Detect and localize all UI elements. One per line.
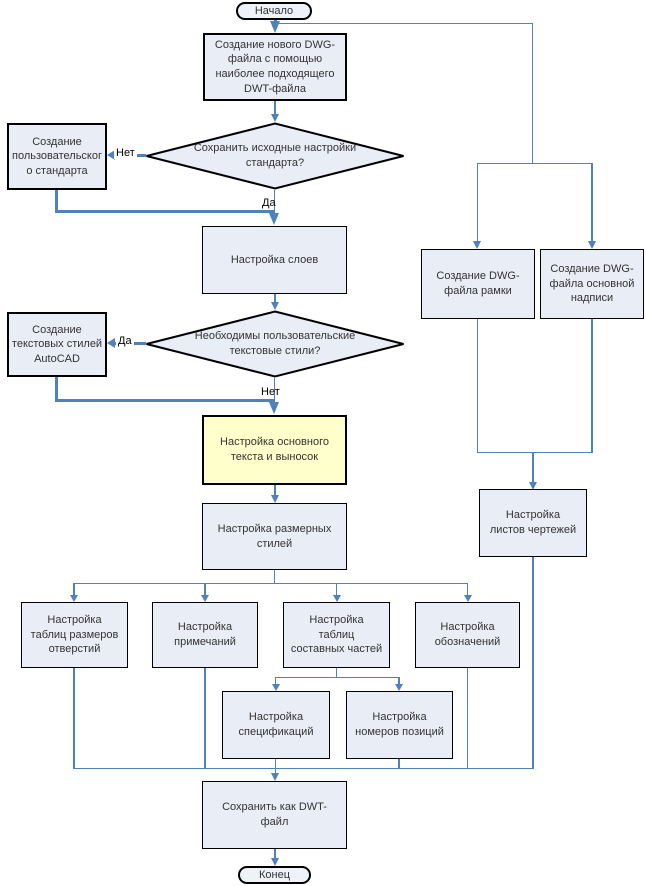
node-title-block-dwg: Создание DWG- файла основной надписи: [540, 249, 644, 319]
connector: [477, 163, 592, 165]
node-specs: Настройка спецификаций: [222, 691, 330, 759]
connector: [276, 23, 533, 25]
arrowhead-down-icon: [463, 595, 472, 602]
connector: [591, 163, 593, 242]
connector: [273, 378, 275, 400]
node-layers: Настройка слоев: [202, 226, 347, 294]
connector: [531, 23, 533, 164]
connector: [532, 557, 534, 769]
arrowhead-down-icon: [270, 114, 279, 122]
connector: [477, 452, 593, 454]
arrowhead-down-icon: [268, 213, 279, 225]
connector: [477, 319, 479, 453]
connector: [55, 377, 58, 402]
decision-keep-standard-settings: Сохранить исходные настройки стандарта?: [144, 122, 406, 190]
arrowhead-down-icon: [70, 595, 78, 602]
connector: [204, 583, 206, 596]
connector: [532, 452, 534, 483]
arrowhead-down-icon: [270, 302, 279, 310]
connector: [55, 190, 58, 213]
connector: [204, 668, 206, 769]
diamond-shape: [146, 310, 404, 378]
connector: [275, 677, 399, 679]
arrowhead-down-icon: [270, 495, 279, 503]
node-parts-tables: Настройка таблиц составных частей: [283, 602, 390, 668]
arrowhead-down-icon: [270, 773, 279, 781]
arrowhead-down-icon: [587, 241, 596, 249]
edge-label-no: Нет: [261, 386, 280, 398]
edge-label-no: Нет: [114, 147, 137, 159]
node-end-terminator: Конец: [238, 866, 311, 884]
node-end-label: Конец: [258, 869, 291, 881]
connector: [273, 570, 275, 584]
connector: [73, 668, 75, 769]
connector: [274, 485, 277, 496]
node-notes: Настройка примечаний: [152, 602, 258, 668]
node-create-dwg: Создание нового DWG- файла с помощью наи…: [203, 33, 347, 101]
node-sheets: Настройка листов чертежей: [479, 489, 587, 557]
connector: [73, 583, 469, 585]
node-start-label: Начало: [254, 5, 294, 17]
connector: [274, 101, 277, 115]
arrowhead-down-icon: [268, 402, 279, 414]
connector: [73, 768, 534, 770]
node-item-numbers: Настройка номеров позиций: [346, 691, 453, 759]
arrowhead-down-icon: [201, 595, 209, 602]
connector: [274, 294, 277, 304]
diamond-shape: [146, 122, 404, 190]
connector: [335, 583, 338, 596]
edge-label-yes: Да: [116, 335, 134, 347]
connector: [591, 319, 593, 453]
node-custom-standard: Создание пользовательског о стандарта: [7, 123, 107, 190]
node-start-terminator: Начало: [236, 2, 312, 20]
connector: [275, 677, 277, 685]
node-symbols: Настройка обозначений: [415, 602, 520, 668]
connector: [335, 668, 338, 678]
connector: [55, 210, 275, 213]
connector: [55, 399, 275, 402]
connector: [273, 190, 275, 211]
connector: [398, 759, 400, 769]
node-frame-dwg: Создание DWG- файла рамки: [421, 249, 535, 319]
node-autocad-text-styles: Создание текстовых стилей AutoCAD: [7, 312, 107, 377]
connector: [73, 583, 75, 596]
arrowhead-down-icon: [528, 482, 537, 490]
arrowhead-down-icon: [271, 684, 280, 691]
arrowhead-down-icon: [473, 241, 482, 249]
node-main-text-highlighted: Настройка основного текста и выносок: [202, 415, 347, 485]
decision-label: Сохранить исходные настройки стандарта?: [193, 142, 357, 169]
connector: [398, 677, 400, 685]
arrowhead-down-icon: [269, 21, 280, 33]
connector: [466, 668, 469, 769]
node-save-dwt: Сохранить как DWT- файл: [202, 781, 347, 849]
connector: [274, 759, 277, 774]
arrowhead-left-icon: [107, 338, 115, 348]
arrowhead-down-icon: [332, 595, 341, 602]
decision-need-text-styles: Необходимы пользовательские текстовые ст…: [144, 310, 406, 378]
arrowhead-down-icon: [270, 858, 279, 866]
arrowhead-left-icon: [107, 150, 115, 160]
edge-label-yes: Да: [262, 197, 276, 209]
connector: [274, 849, 277, 859]
connector: [477, 163, 479, 242]
connector: [466, 583, 469, 596]
node-hole-tables: Настройка таблиц размеров отверстий: [21, 602, 128, 668]
decision-label: Необходимы пользовательские текстовые ст…: [194, 330, 356, 357]
arrowhead-down-icon: [395, 684, 404, 691]
node-dim-styles: Настройка размерных стилей: [202, 503, 347, 570]
